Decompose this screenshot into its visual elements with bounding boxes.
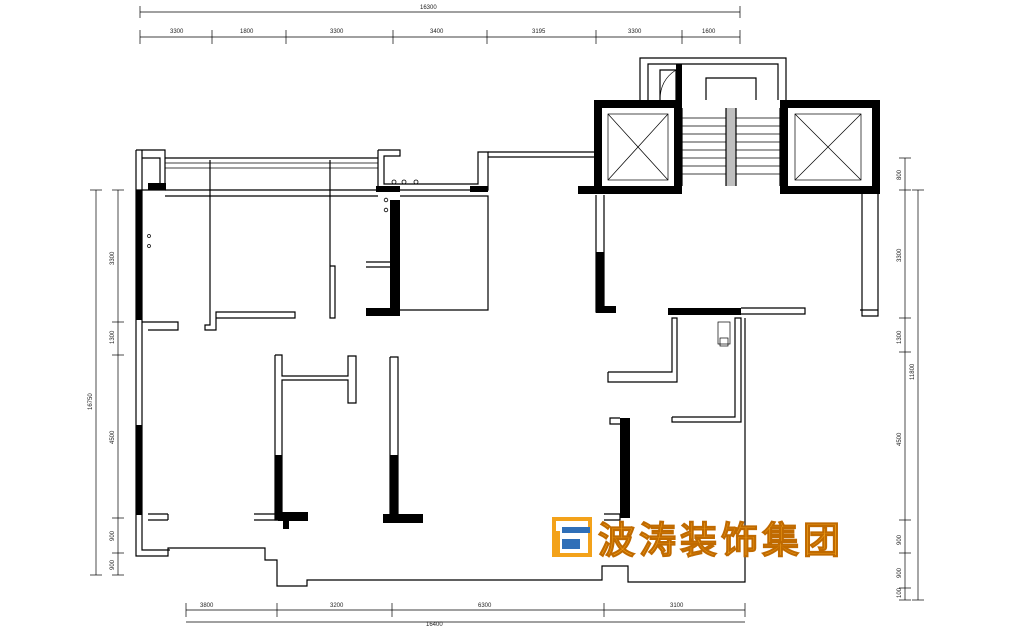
brand-watermark: 波涛装饰集团 xyxy=(552,513,912,563)
walls xyxy=(135,57,880,587)
right-dimension-1: 800 xyxy=(897,169,903,180)
left-dimension-3: 4500 xyxy=(110,430,116,444)
right-dimension: 800 3300 1300 4500 900 900 100 11800 xyxy=(897,157,924,601)
top-dimension-2: 1800 xyxy=(240,29,254,35)
left-dimension-4: 900 xyxy=(110,530,116,541)
bottom-dimension-3: 6300 xyxy=(478,603,492,609)
brand-logo-icon xyxy=(552,517,592,557)
right-dimension-5: 900 xyxy=(897,534,903,545)
bottom-dimension-1: 3800 xyxy=(200,603,214,609)
right-dimension-2: 3300 xyxy=(897,248,903,262)
brand-name: 波涛装饰集团 xyxy=(598,519,844,563)
left-dimension-2: 1300 xyxy=(110,330,116,344)
right-dimension-4: 4500 xyxy=(897,432,903,446)
top-dimension-5: 3195 xyxy=(532,29,546,35)
right-dimension-6: 900 xyxy=(897,567,903,578)
top-dimension: 16300 3300 1800 3300 3400 3195 3300 1600 xyxy=(139,5,741,44)
right-dimension-3: 1300 xyxy=(897,330,903,344)
stair-treads xyxy=(681,108,781,186)
left-total-dimension: 16750 xyxy=(88,393,94,410)
top-dimension-4: 3400 xyxy=(430,29,444,35)
top-dimension-7: 1600 xyxy=(702,29,716,35)
right-dimension-7: 100 xyxy=(897,587,903,598)
left-dimension-1: 3300 xyxy=(110,251,116,265)
left-dimension-5: 900 xyxy=(110,559,116,570)
bottom-dimension-2: 3200 xyxy=(330,603,344,609)
top-total-dimension: 16300 xyxy=(420,5,437,11)
bottom-dimension-4: 3100 xyxy=(670,603,684,609)
bottom-total-dimension: 16400 xyxy=(426,622,443,628)
left-dimension: 16750 3300 1300 4500 900 900 xyxy=(88,189,124,576)
bottom-dimension: 3800 3200 6300 3100 16400 xyxy=(185,603,746,628)
right-total-dimension: 11800 xyxy=(910,363,916,380)
top-dimension-3: 3300 xyxy=(330,29,344,35)
top-dimension-6: 3300 xyxy=(628,29,642,35)
top-dimension-1: 3300 xyxy=(170,29,184,35)
